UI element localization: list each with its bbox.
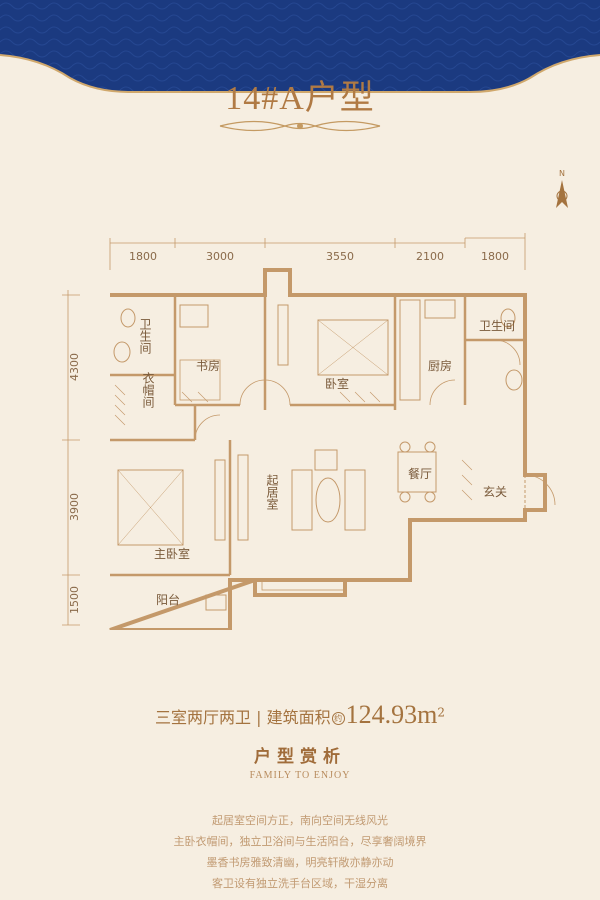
- description-line: 主卧衣帽间，独立卫浴间与生活阳台，尽享奢阔境界: [173, 835, 427, 848]
- english-tagline: FAMILY TO ENJOY: [249, 770, 351, 781]
- room-balcony: 阳台: [156, 592, 180, 607]
- area-unit-sup: 2: [437, 705, 445, 720]
- dim-left-2: 3900: [68, 493, 81, 521]
- room-master-bedroom: 主卧室: [154, 546, 190, 561]
- approx-badge: 约: [331, 712, 345, 725]
- floor-plan: 1800 3000 3550 2100 1800 4300 3900 1500 …: [62, 233, 556, 630]
- dim-top-2: 3000: [206, 250, 234, 263]
- title-ornament: [219, 120, 381, 132]
- header-banner: [0, 0, 600, 93]
- description-line: 起居室空间方正，南向空间无线风光: [212, 814, 388, 827]
- room-master-bath: 卫生间: [479, 319, 515, 333]
- room-bedroom: 卧室: [325, 376, 349, 391]
- layout-text: 三室两厅两卫: [155, 708, 252, 727]
- area-value: 124.93m: [345, 700, 438, 729]
- dim-left-3: 1500: [68, 586, 81, 614]
- north-arrow-icon: N: [556, 169, 568, 208]
- room-study: 书房: [196, 358, 220, 373]
- dim-top-3: 3550: [326, 250, 354, 263]
- dim-left-1: 4300: [68, 353, 81, 381]
- separator: |: [256, 708, 262, 727]
- description-line: 客卫设有独立洗手台区域，干湿分离: [212, 877, 388, 890]
- description-line: 墨香书房雅致清幽，明亮轩敞亦静亦动: [206, 856, 394, 869]
- room-kitchen: 厨房: [428, 358, 452, 373]
- description: 起居室空间方正，南向空间无线风光 主卧衣帽间，独立卫浴间与生活阳台，尽享奢阔境界…: [0, 810, 600, 894]
- section-subtitle: 户型赏析: [254, 747, 346, 767]
- svg-text:N: N: [559, 169, 565, 178]
- page-title: 14#A户型: [225, 80, 375, 117]
- room-guest-bath: 卫生间: [138, 318, 152, 354]
- area-label: 建筑面积: [266, 708, 331, 727]
- dim-top-5: 1800: [481, 250, 509, 263]
- room-living: 起居室: [265, 474, 279, 510]
- room-dining: 餐厅: [408, 466, 432, 481]
- room-entry: 玄关: [483, 484, 507, 499]
- dim-top-4: 2100: [416, 250, 444, 263]
- room-cloakroom: 衣帽间: [141, 371, 155, 408]
- dim-top-1: 1800: [129, 250, 157, 263]
